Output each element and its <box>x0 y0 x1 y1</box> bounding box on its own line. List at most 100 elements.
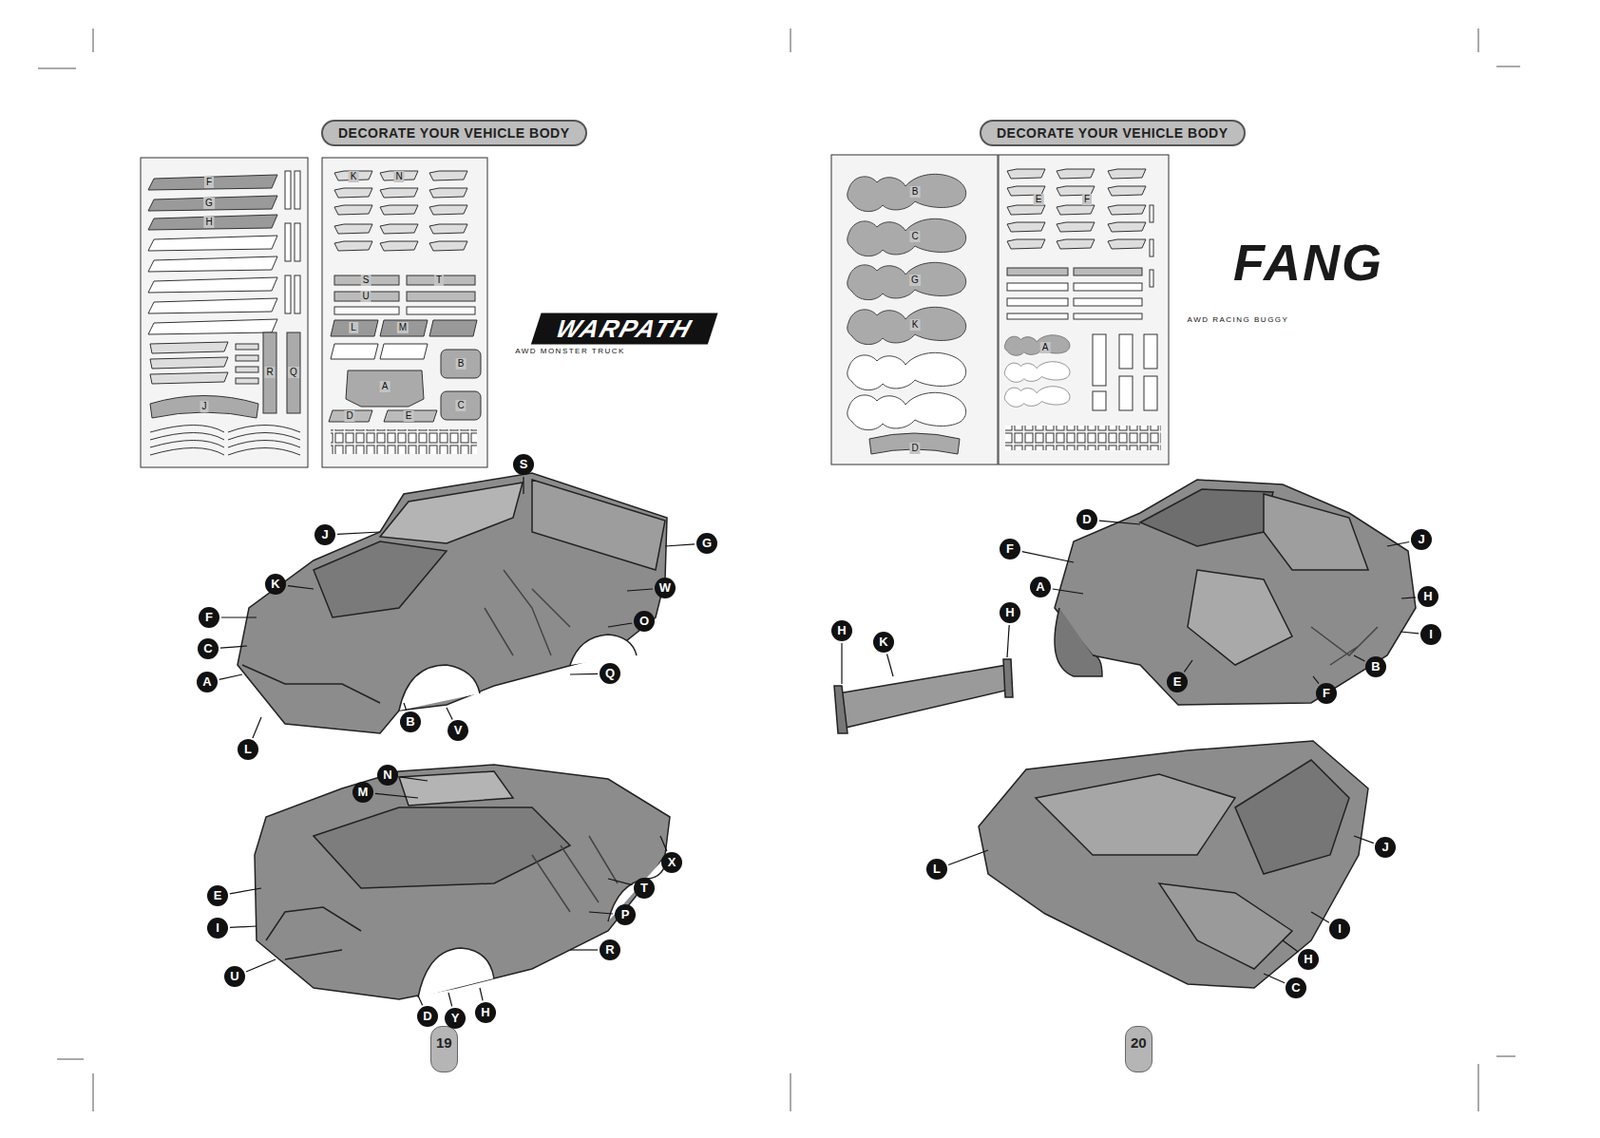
callout-letter: F <box>198 607 220 629</box>
decal-letter: C <box>909 230 920 243</box>
callout-letter: C <box>1285 977 1307 999</box>
callout-letter: G <box>696 533 718 554</box>
callout-letter: K <box>873 631 895 653</box>
decal-letter: K <box>910 319 921 331</box>
leader-line <box>608 878 632 886</box>
callout-letter: E <box>207 885 229 907</box>
callout-letter: X <box>661 852 683 874</box>
decal-letter: A <box>380 380 391 393</box>
leader-line <box>948 850 989 866</box>
section-banner: DECORATE YOUR VEHICLE BODY <box>979 119 1246 147</box>
leader-line <box>337 532 381 534</box>
callout-letter: C <box>197 638 219 660</box>
leader-line <box>1007 625 1010 658</box>
leader-line <box>627 589 653 591</box>
page-number-tab: 19 <box>430 1026 458 1073</box>
leader-line <box>1400 631 1419 634</box>
leader-line <box>448 992 453 1007</box>
callout-letter: I <box>207 917 229 939</box>
leader-line <box>375 793 419 799</box>
callout-letter: H <box>1417 586 1439 608</box>
section-title: DECORATE YOUR VEHICLE BODY <box>338 125 571 141</box>
callout-letter: D <box>417 1006 439 1028</box>
callout-letter: W <box>654 577 676 599</box>
callout-letter: O <box>633 610 655 632</box>
decal-letter: C <box>455 400 466 412</box>
leader-line <box>1022 552 1074 563</box>
callout-letter: I <box>1420 624 1442 646</box>
callout-letter: E <box>1166 671 1188 693</box>
leader-line <box>1401 597 1416 599</box>
leader-line <box>229 888 262 895</box>
leader-line <box>479 988 483 1001</box>
leader-line <box>1263 973 1285 984</box>
leader-line <box>1353 655 1366 662</box>
decal-letter: J <box>200 400 210 413</box>
decal-letter: N <box>393 171 404 183</box>
leader-line <box>221 616 257 618</box>
callout-letter: Y <box>444 1008 466 1029</box>
decal-letter: B <box>456 358 467 370</box>
callout-letter: Q <box>599 663 621 685</box>
leader-line <box>522 476 524 495</box>
callout-letter: H <box>1297 949 1319 971</box>
leader-line <box>660 836 667 852</box>
decal-letter: G <box>203 197 215 210</box>
callout-letter: L <box>926 858 948 880</box>
page-number-tab: 20 <box>1124 1026 1153 1073</box>
callout-letter: A <box>196 671 218 693</box>
callout-letter: P <box>614 904 636 926</box>
callout-letter: F <box>999 538 1021 560</box>
callout-letter: M <box>352 781 374 803</box>
leader-line <box>246 959 276 972</box>
section-title: DECORATE YOUR VEHICLE BODY <box>996 125 1229 141</box>
leader-line <box>229 926 257 928</box>
leader-line <box>887 654 895 678</box>
section-banner: DECORATE YOUR VEHICLE BODY <box>321 119 588 147</box>
leader-line <box>1183 660 1193 672</box>
leader-line <box>1353 836 1374 844</box>
callout-letter: V <box>447 720 469 742</box>
leader-line <box>1099 520 1141 525</box>
leader-line <box>570 673 598 676</box>
page-number: 20 <box>1130 1034 1147 1051</box>
decal-letter: Q <box>287 366 300 379</box>
callout-letter: F <box>1315 683 1337 705</box>
leader-line <box>220 646 248 648</box>
callout-letter: J <box>1410 529 1432 551</box>
model-logo: WARPATH <box>531 313 718 345</box>
leader-line <box>252 717 262 739</box>
model-subtitle: AWD RACING BUGGY <box>1187 315 1290 324</box>
callout-letter: T <box>633 877 655 899</box>
callout-letter: A <box>1029 576 1051 598</box>
decal-letter: R <box>264 366 275 379</box>
callout-letter: K <box>265 573 286 595</box>
callout-letter: J <box>1374 837 1396 858</box>
decal-letter: B <box>910 186 921 198</box>
leader-line <box>287 586 314 590</box>
leader-line <box>1282 940 1299 953</box>
decal-letter: L <box>348 322 359 334</box>
leader-line <box>665 544 695 547</box>
decal-letter: A <box>1040 342 1051 354</box>
decal-letter: M <box>397 322 409 334</box>
leader-line <box>1313 676 1319 685</box>
callout-letter: U <box>224 966 246 988</box>
callout-letter: B <box>400 711 421 733</box>
callout-letter: J <box>314 524 336 546</box>
decal-letter: K <box>348 171 360 183</box>
decal-letter: F <box>1082 193 1092 206</box>
leader-line <box>219 674 243 680</box>
leader-line <box>418 995 423 1006</box>
decal-letter: G <box>909 274 921 286</box>
leader-line <box>570 949 598 951</box>
model-subtitle: AWD MONSTER TRUCK <box>514 346 626 356</box>
callout-letter: I <box>1329 918 1351 940</box>
callout-letter: R <box>599 939 621 961</box>
decal-letter: E <box>1033 193 1045 206</box>
decal-letter: S <box>361 274 372 286</box>
leader-line <box>589 912 613 915</box>
decal-letter: U <box>360 290 371 303</box>
decal-letter: H <box>203 216 214 229</box>
callout-letter: H <box>475 1002 496 1024</box>
